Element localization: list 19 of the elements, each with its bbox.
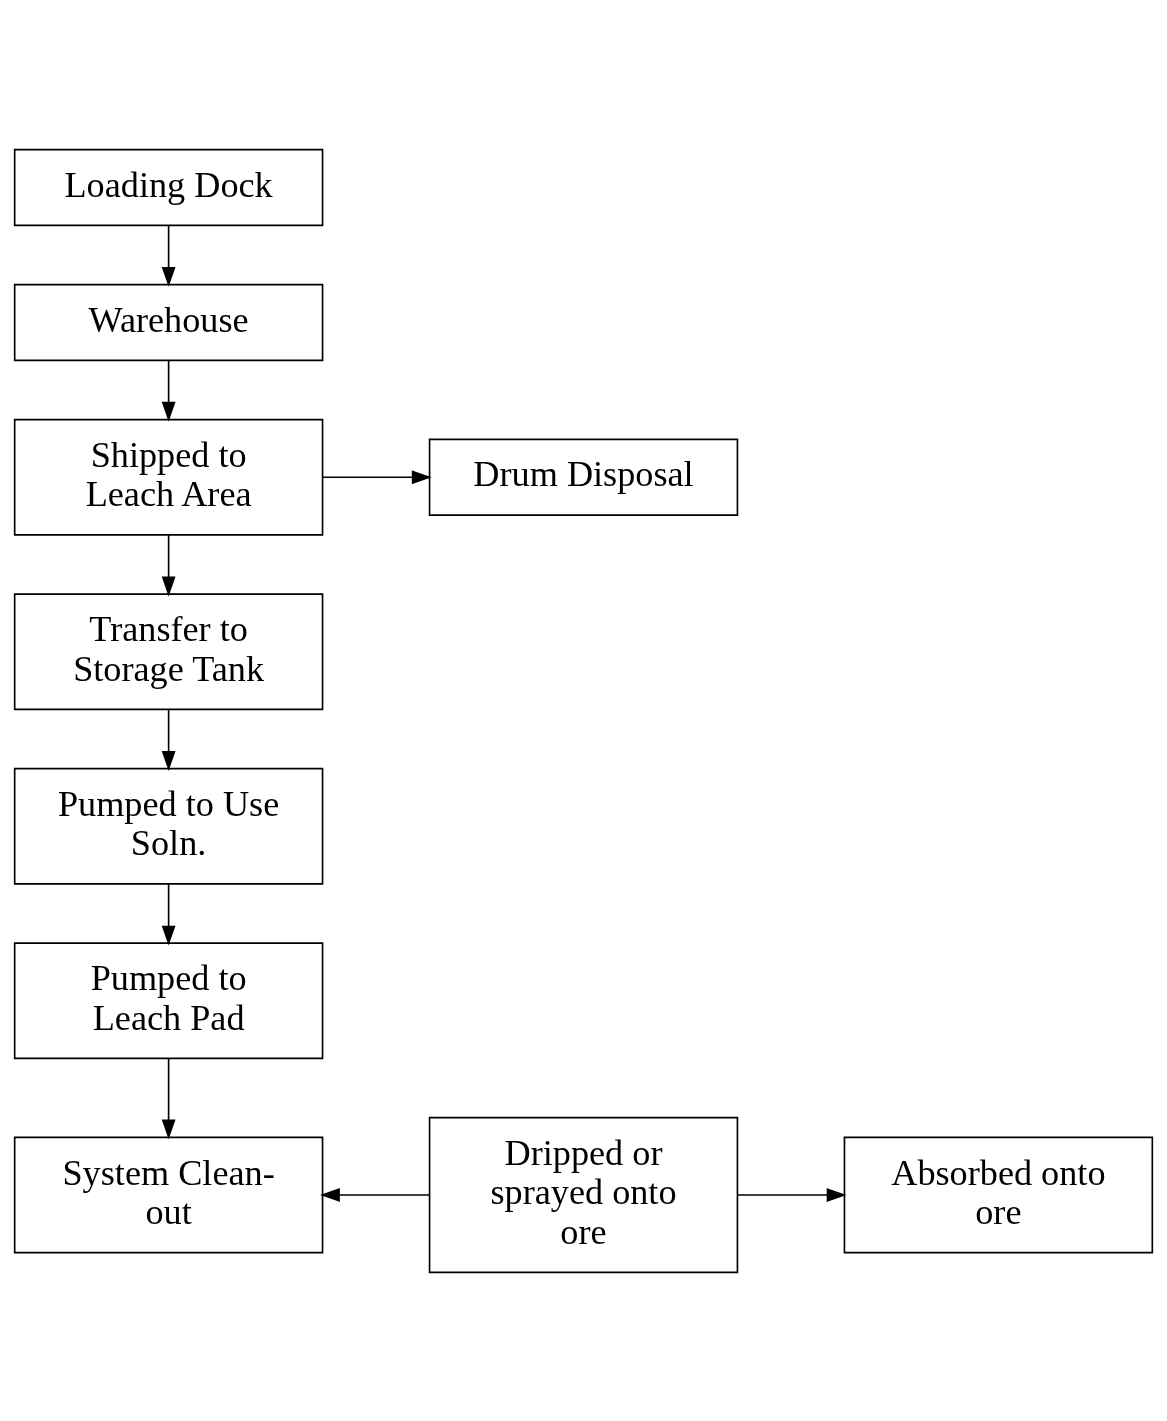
node-box: System Clean-out <box>13 1136 324 1253</box>
arrow <box>320 1187 430 1202</box>
arrow <box>161 224 176 287</box>
arrow <box>161 359 176 422</box>
node-box: Pumped to Leach Pad <box>13 941 324 1059</box>
arrow <box>161 708 176 771</box>
arrow <box>321 469 432 484</box>
node-box: Pumped to Use Soln. <box>13 767 324 885</box>
arrow <box>161 882 176 945</box>
node-box: Dripped or sprayed onto ore <box>428 1116 739 1273</box>
node-box: Loading Dock <box>13 148 324 226</box>
node-box: Shipped to Leach Area <box>13 418 324 536</box>
node-box: Absorbed onto ore <box>843 1136 1154 1253</box>
node-box: Transfer to Storage Tank <box>13 592 324 710</box>
arrow <box>161 533 176 596</box>
node-box: Warehouse <box>13 283 324 361</box>
node-box: Drum Disposal <box>428 438 739 516</box>
arrow <box>736 1187 847 1202</box>
arrow <box>161 1057 176 1139</box>
